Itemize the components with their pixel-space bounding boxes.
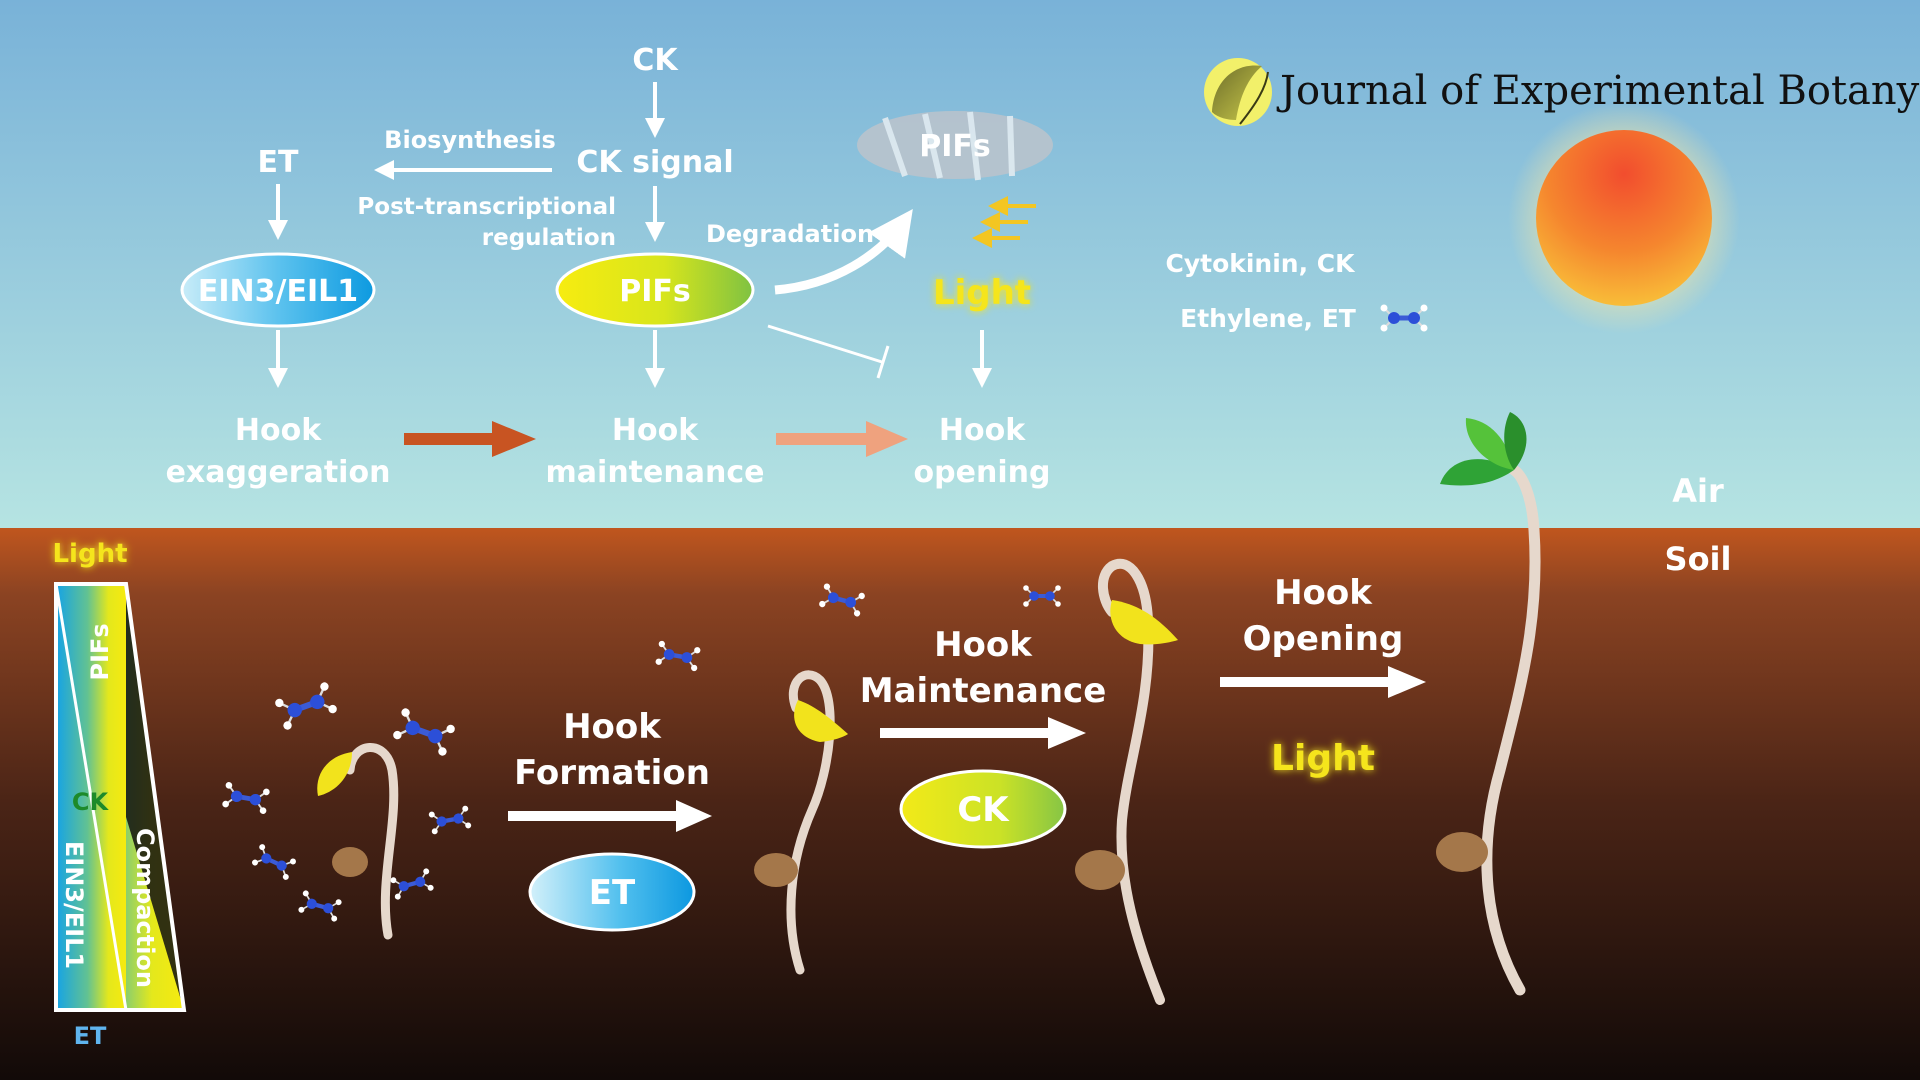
ethylene-molecule-icon (428, 805, 472, 835)
ein3-eil1-node (180, 252, 376, 328)
seedling-stage-3 (1075, 558, 1178, 1005)
air-label: Air (1672, 472, 1724, 510)
legend-ethylene: Ethylene, ET (1180, 304, 1356, 333)
cotyledon-leaf-icon (1465, 418, 1514, 470)
stage-formation-arrow (508, 800, 712, 832)
ethylene-molecule-icon (252, 844, 296, 880)
stage-maintenance-line1: Hook (934, 625, 1033, 665)
legend-cytokinin: Cytokinin, CK (1165, 249, 1356, 278)
seed-icon (1075, 850, 1125, 890)
stage-formation-line2: Formation (514, 753, 710, 793)
soil-ethylene-molecules (222, 583, 1061, 922)
hook-opening-line1: Hook (939, 413, 1026, 448)
seedling-stage-4 (1436, 412, 1541, 996)
ethylene-molecule-icon (390, 868, 434, 900)
biosynthesis-label: Biosynthesis (384, 126, 556, 154)
ethylene-molecule-icon (298, 890, 342, 922)
degraded-pifs-node (857, 111, 1053, 181)
stage-opening-line2: Opening (1243, 619, 1404, 659)
ck-signal-label: CK signal (576, 145, 733, 180)
stage-maintenance-hormone-node (899, 769, 1067, 849)
degradation-arrow (774, 209, 913, 295)
hook-exaggeration-line1: Hook (235, 413, 322, 448)
journal-logo-icon (1204, 58, 1272, 126)
exaggeration-to-maintenance-arrow (404, 421, 536, 457)
pifs-node (555, 252, 755, 328)
gradient-outline (54, 582, 187, 1012)
seed-icon (754, 853, 798, 887)
gradient-divider (54, 583, 128, 1011)
seed-icon (1436, 832, 1488, 872)
cotyledon-leaf-icon (1110, 600, 1178, 645)
et-label: ET (258, 145, 299, 180)
ethylene-molecule-icon (393, 708, 455, 756)
hook-opening-line2: opening (914, 455, 1051, 490)
stage-formation-hormone: ET (589, 873, 636, 913)
ethylene-molecule-icon (1023, 585, 1061, 607)
hook-maintenance-line2: maintenance (546, 455, 765, 490)
stage-opening-arrow (1220, 666, 1426, 698)
degradation-label: Degradation (706, 220, 874, 248)
stage-formation-line1: Hook (563, 707, 662, 747)
stage-maintenance-hormone: CK (957, 790, 1010, 830)
cotyledon-leaf-icon (1440, 459, 1514, 486)
degraded-pifs-label: PIFs (919, 129, 991, 164)
gradient-et-label: ET (74, 1022, 107, 1050)
gradient-compaction-label: Compaction (131, 828, 159, 988)
ck-label: CK (632, 43, 679, 78)
stage-opening-line1: Hook (1274, 573, 1373, 613)
cotyledon-leaf-icon (317, 752, 352, 796)
seed-icon (332, 847, 368, 877)
hook-maintenance-line1: Hook (612, 413, 699, 448)
gradient-pifs-label: PIFs (86, 623, 114, 680)
stage-maintenance-arrow (880, 717, 1086, 749)
hook-exaggeration-line2: exaggeration (166, 455, 391, 490)
gradient-ck-label: CK (72, 788, 110, 816)
seedling-stage-1 (317, 743, 399, 940)
ethylene-molecule-icon (819, 583, 865, 617)
stage-maintenance-line2: Maintenance (860, 671, 1107, 711)
gradient-ein3-label: EIN3/EIL1 (60, 841, 88, 969)
ethylene-molecule-icon (275, 682, 337, 730)
inhibition-icon (767, 324, 890, 379)
cotyledon-leaf-icon (794, 700, 848, 742)
seedling-stage-2 (754, 670, 848, 975)
pifs-label: PIFs (619, 274, 691, 309)
ethylene-molecule-icon (222, 782, 270, 814)
stage-formation-hormone-node (528, 852, 696, 932)
post-transcriptional-label: Post-transcriptional (357, 194, 616, 220)
light-label-top: Light (933, 273, 1031, 313)
ein3-eil1-label: EIN3/EIL1 (198, 274, 358, 309)
stage-opening-signal: Light (1271, 738, 1375, 779)
maintenance-to-opening-arrow (776, 421, 908, 457)
ethylene-molecule-icon (1380, 304, 1428, 332)
soil-label: Soil (1665, 540, 1732, 578)
ethylene-molecule-icon (655, 640, 701, 672)
regulation-label: regulation (482, 225, 616, 251)
light-rays-icon (972, 196, 1036, 248)
gradient-light-label: Light (52, 539, 127, 569)
sun-icon (1508, 102, 1740, 334)
